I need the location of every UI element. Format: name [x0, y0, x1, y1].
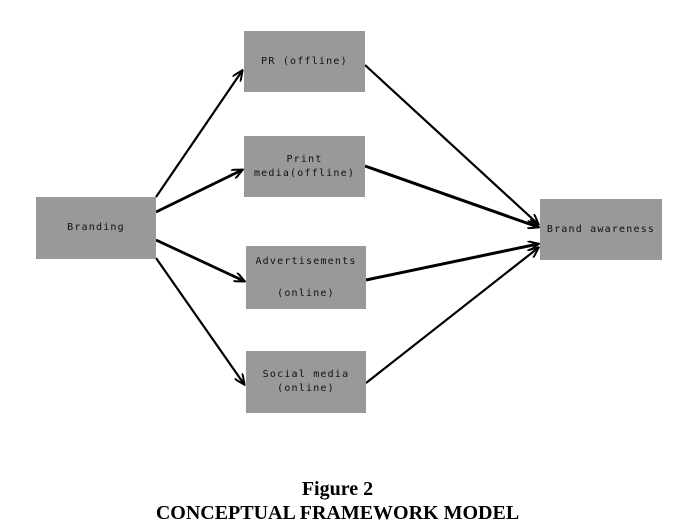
node-branding-label: Branding: [67, 222, 125, 233]
arrow-branding-to-social-media: [155, 257, 244, 384]
figure-title: CONCEPTUAL FRAMEWORK MODEL: [155, 502, 520, 524]
node-print-media: Print media(offline): [244, 136, 365, 197]
arrow-branding-to-pr: [155, 71, 242, 198]
node-advertisements-label-line1: Advertisements: [255, 255, 357, 267]
node-brand-awareness-label: Brand awareness: [546, 223, 656, 235]
figure-number: Figure 2: [301, 478, 374, 500]
arrow-layer: [155, 64, 675, 460]
node-branding: Branding: [36, 197, 156, 259]
node-social-media: Social media (online): [246, 351, 366, 413]
arrow-branding-to-print-media: [155, 170, 242, 214]
arrow-advertisements-to-brand-awareness: [365, 244, 538, 282]
node-brand-awareness: Brand awareness: [540, 199, 662, 260]
node-pr: PR (offline): [244, 31, 365, 92]
node-advertisements: Advertisements (online): [246, 246, 366, 309]
arrow-branding-to-advertisements: [155, 238, 244, 281]
node-social-media-label: Social media (online): [262, 369, 350, 394]
conceptual-framework-diagram: Branding PR (offline) Print media(offlin…: [36, 31, 675, 460]
node-pr-label: PR (offline): [261, 55, 348, 67]
arrow-social-media-to-brand-awareness: [365, 248, 538, 384]
arrow-print-media-to-brand-awareness: [364, 164, 538, 227]
arrow-pr-to-brand-awareness: [364, 64, 538, 224]
node-advertisements-label-line2: (online): [277, 287, 335, 299]
node-print-media-label: Print media(offline): [253, 153, 356, 179]
